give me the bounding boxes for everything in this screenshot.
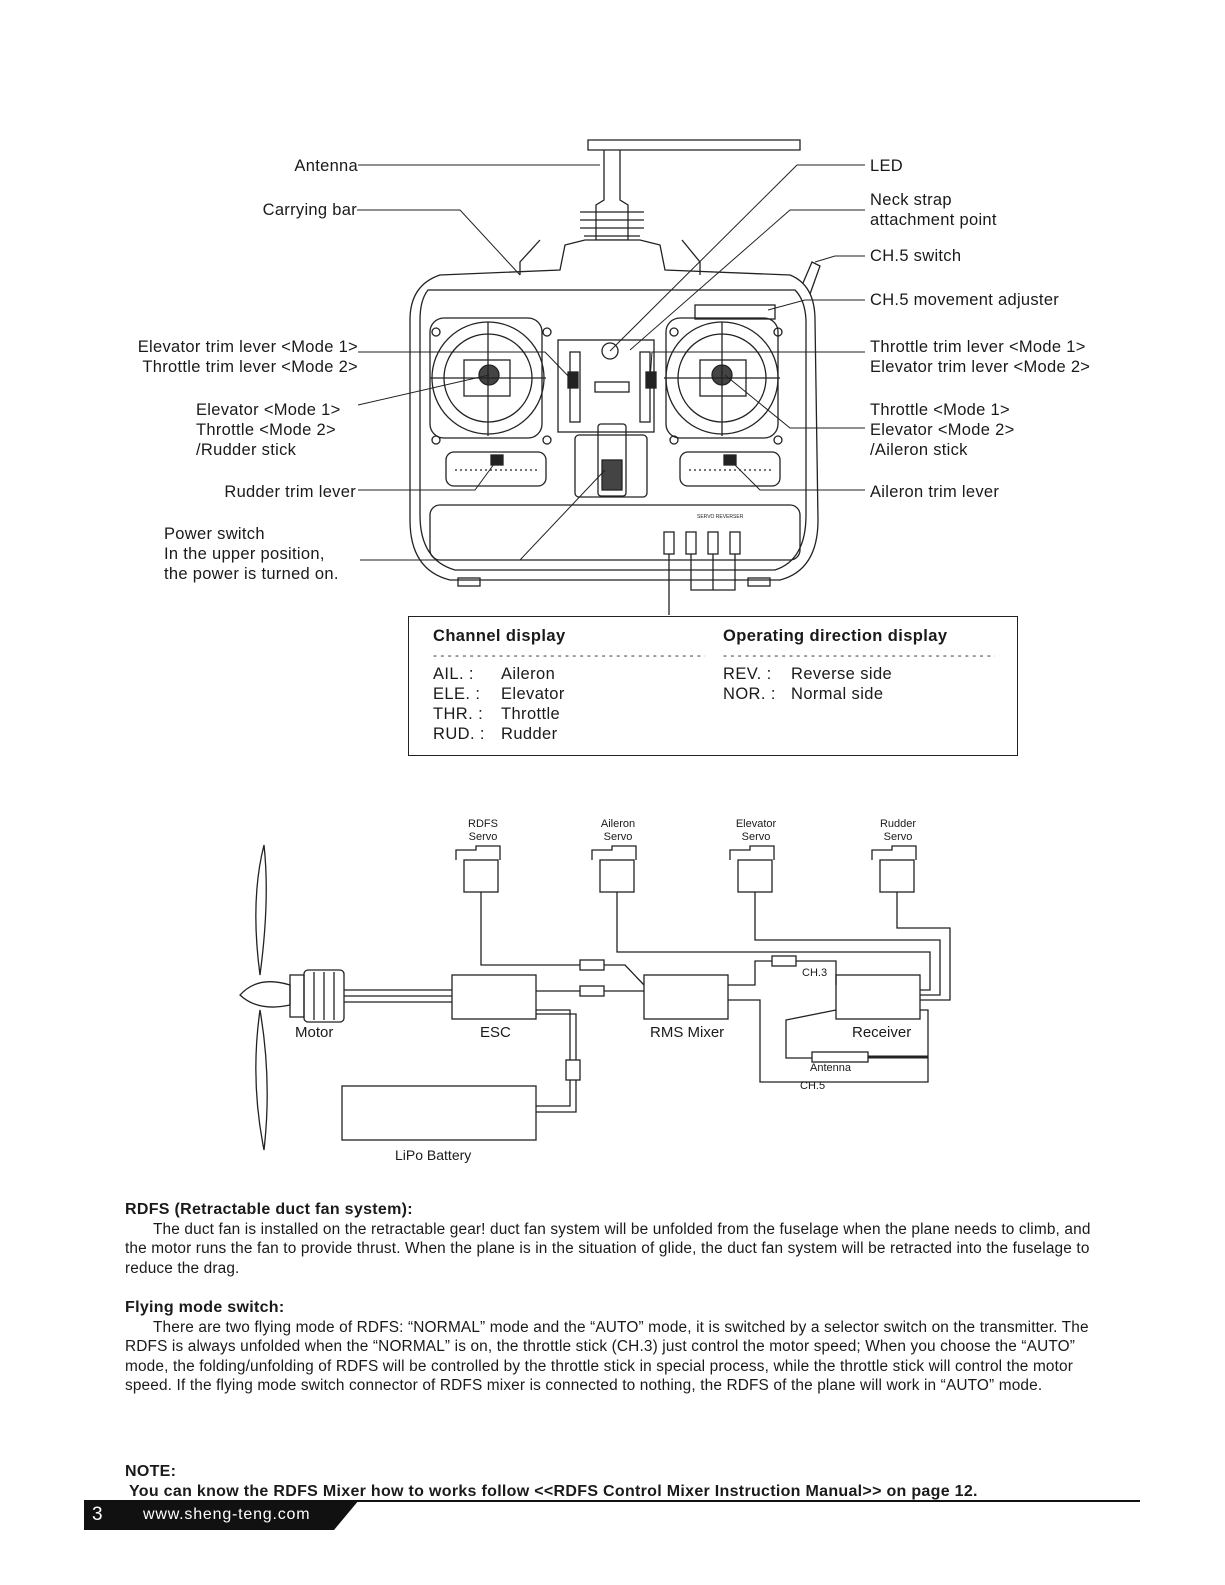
led-label: LED bbox=[870, 157, 903, 175]
channel-row: ELE. :Elevator bbox=[433, 685, 565, 703]
legend-box: Channel display Operating direction disp… bbox=[408, 616, 1018, 756]
transmitter-body bbox=[409, 239, 819, 581]
channel-display-title: Channel display bbox=[433, 627, 566, 645]
propeller-icon bbox=[239, 844, 291, 1151]
mixer-box bbox=[643, 974, 729, 1020]
channel-row: RUD. :Rudder bbox=[433, 725, 558, 743]
servo-label-aileron: Aileron Servo bbox=[600, 818, 636, 843]
note-body: You can know the RDFS Mixer how to works… bbox=[129, 1483, 978, 1500]
right-trim-label: Throttle trim lever <Mode 1> Elevator tr… bbox=[870, 338, 1091, 376]
rdfs-heading: RDFS (Retractable duct fan system): bbox=[125, 1201, 413, 1218]
right-stick-label: Throttle <Mode 1> Elevator <Mode 2> /Ail… bbox=[870, 401, 1015, 459]
footer-rule bbox=[340, 1500, 1140, 1502]
antenna-small-label: Antenna bbox=[810, 1062, 851, 1074]
rudder-trim-label: Rudder trim lever bbox=[224, 483, 356, 501]
direction-row: REV. :Reverse side bbox=[723, 665, 893, 683]
antenna-label: Antenna bbox=[294, 157, 358, 175]
channel-row: AIL. :Aileron bbox=[433, 665, 556, 683]
receiver-label: Receiver bbox=[852, 1024, 912, 1041]
channel-row: THR. :Throttle bbox=[433, 705, 561, 723]
esc-box bbox=[451, 974, 537, 1020]
battery-label: LiPo Battery bbox=[395, 1147, 472, 1163]
power-switch-label: Power switch In the upper position, the … bbox=[164, 525, 339, 583]
svg-text:SERVO REVERSER: SERVO REVERSER bbox=[697, 514, 744, 520]
servo-icon bbox=[591, 845, 637, 893]
mode-section: Flying mode switch: There are two flying… bbox=[125, 1298, 1105, 1396]
note-heading: NOTE: bbox=[125, 1463, 177, 1480]
rdfs-body: The duct fan is installed on the retract… bbox=[125, 1220, 1091, 1277]
receiver-box bbox=[835, 974, 921, 1020]
servo-icon bbox=[871, 845, 917, 893]
mode-heading: Flying mode switch: bbox=[125, 1299, 285, 1316]
aileron-trim-label: Aileron trim lever bbox=[870, 483, 1000, 501]
servo-icon bbox=[729, 845, 775, 893]
legend-divider: - - - - - - - - - - - - - - - - - - - - … bbox=[433, 648, 705, 662]
wiring-diagram bbox=[239, 844, 951, 1151]
website-link[interactable]: www.sheng-teng.com bbox=[143, 1506, 311, 1523]
servo-icon bbox=[455, 845, 501, 893]
ch5-label: CH.5 bbox=[800, 1080, 826, 1092]
ch5-switch-icon bbox=[799, 261, 821, 295]
esc-label: ESC bbox=[480, 1024, 511, 1041]
led-icon bbox=[601, 342, 619, 360]
carrying-bar-label: Carrying bar bbox=[262, 201, 357, 219]
servo-label-elevator: Elevator Servo bbox=[735, 818, 777, 843]
left-trim-label: Elevator trim lever <Mode 1> Throttle tr… bbox=[137, 338, 358, 376]
footer-bar bbox=[84, 1500, 359, 1530]
servo-label-rdfs: RDFS Servo bbox=[468, 818, 498, 843]
transmitter-diagram: SERVO REVERSER bbox=[357, 139, 865, 615]
ch3-label: CH.3 bbox=[802, 967, 828, 979]
servo-label-rudder: Rudder Servo bbox=[879, 818, 917, 843]
left-stick-label: Elevator <Mode 1> Throttle <Mode 2> /Rud… bbox=[196, 401, 341, 459]
motor-label: Motor bbox=[295, 1024, 334, 1041]
battery-box bbox=[341, 1085, 537, 1141]
legend-divider: - - - - - - - - - - - - - - - - - - - - … bbox=[723, 648, 995, 662]
ch5-switch-label: CH.5 switch bbox=[870, 247, 962, 265]
neck-strap-label: Neck strap attachment point bbox=[870, 191, 997, 229]
mode-body: There are two flying mode of RDFS: “NORM… bbox=[125, 1318, 1089, 1395]
motor-icon bbox=[289, 969, 345, 1023]
rdfs-section: RDFS (Retractable duct fan system): The … bbox=[125, 1200, 1105, 1278]
ch5-adjuster-label: CH.5 movement adjuster bbox=[870, 291, 1060, 309]
direction-display-title: Operating direction display bbox=[723, 627, 948, 645]
direction-row: NOR. :Normal side bbox=[723, 685, 884, 703]
page-number: 3 bbox=[92, 1504, 103, 1525]
mixer-label: RMS Mixer bbox=[650, 1024, 725, 1041]
antenna-icon bbox=[580, 139, 801, 241]
